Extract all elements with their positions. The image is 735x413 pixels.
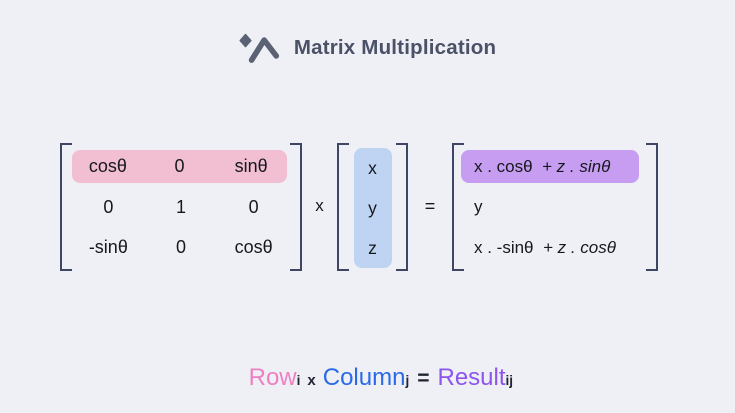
- matrix-row: 0 1 0: [72, 191, 290, 224]
- rotation-matrix: cosθ 0 sinθ 0 1 0 -sinθ 0 cosθ: [60, 143, 302, 271]
- right-bracket: [646, 143, 658, 271]
- result-expression-italic: + z . cosθ: [538, 237, 616, 257]
- matrix-cell: 1: [175, 196, 186, 217]
- page-title: Matrix Multiplication: [293, 36, 497, 59]
- matrix-cell: 0: [174, 156, 185, 176]
- result-expression-plain: x . -sinθ: [474, 237, 539, 257]
- right-bracket: [396, 143, 408, 271]
- double-chevron-logo-icon: [239, 33, 279, 63]
- result-vector: x . cosθ + z . sinθ y x . -sinθ + z . co…: [452, 143, 658, 271]
- legend-column-label: Column: [322, 364, 406, 391]
- vector-cell: y: [368, 197, 377, 218]
- legend-row-subscript: i: [296, 373, 301, 388]
- rotation-matrix-body: cosθ 0 sinθ 0 1 0 -sinθ 0 cosθ: [72, 143, 290, 271]
- result-row: y: [464, 191, 646, 224]
- left-bracket: [337, 143, 349, 271]
- vector-cell: z: [368, 237, 377, 258]
- result-row-highlighted: x . cosθ + z . sinθ: [461, 150, 639, 183]
- matrix-cell: 0: [175, 237, 186, 257]
- matrix-cell: -sinθ: [88, 237, 128, 257]
- legend-result-subscript: ij: [505, 373, 514, 388]
- result-vector-body: x . cosθ + z . sinθ y x . -sinθ + z . co…: [461, 143, 646, 271]
- left-bracket: [60, 143, 72, 271]
- result-row: x . -sinθ + z . cosθ: [464, 231, 646, 264]
- right-bracket: [290, 143, 302, 271]
- legend-row-label: Row: [248, 364, 297, 391]
- legend-result-label: Result: [437, 364, 506, 391]
- matrix-cell: 0: [103, 196, 114, 217]
- left-bracket: [452, 143, 464, 271]
- multiply-operator: x: [315, 196, 324, 215]
- matrix-cell: cosθ: [234, 237, 273, 257]
- legend-times: x: [307, 372, 316, 389]
- legend-equals: =: [417, 367, 430, 390]
- matrix-row: -sinθ 0 cosθ: [72, 231, 290, 264]
- column-vector-wrap: x y z: [349, 143, 396, 271]
- matrix-cell: sinθ: [234, 156, 268, 176]
- vector-cell: x: [368, 157, 377, 178]
- result-expression-plain: x . cosθ: [474, 156, 538, 176]
- result-expression-plain: y: [474, 197, 483, 216]
- matrix-cell: 0: [248, 196, 259, 217]
- matrix-row-highlighted: cosθ 0 sinθ: [72, 150, 287, 183]
- result-expression-italic: + z . sinθ: [537, 156, 611, 176]
- equals-operator: =: [424, 195, 436, 216]
- column-vector: x y z: [337, 143, 408, 271]
- matrix-cell: cosθ: [88, 156, 127, 176]
- column-vector-highlight: x y z: [353, 148, 392, 268]
- equation: cosθ 0 sinθ 0 1 0 -sinθ 0 cosθ x: [60, 143, 658, 271]
- legend-column-subscript: j: [405, 373, 410, 388]
- header: Matrix Multiplication: [0, 33, 735, 63]
